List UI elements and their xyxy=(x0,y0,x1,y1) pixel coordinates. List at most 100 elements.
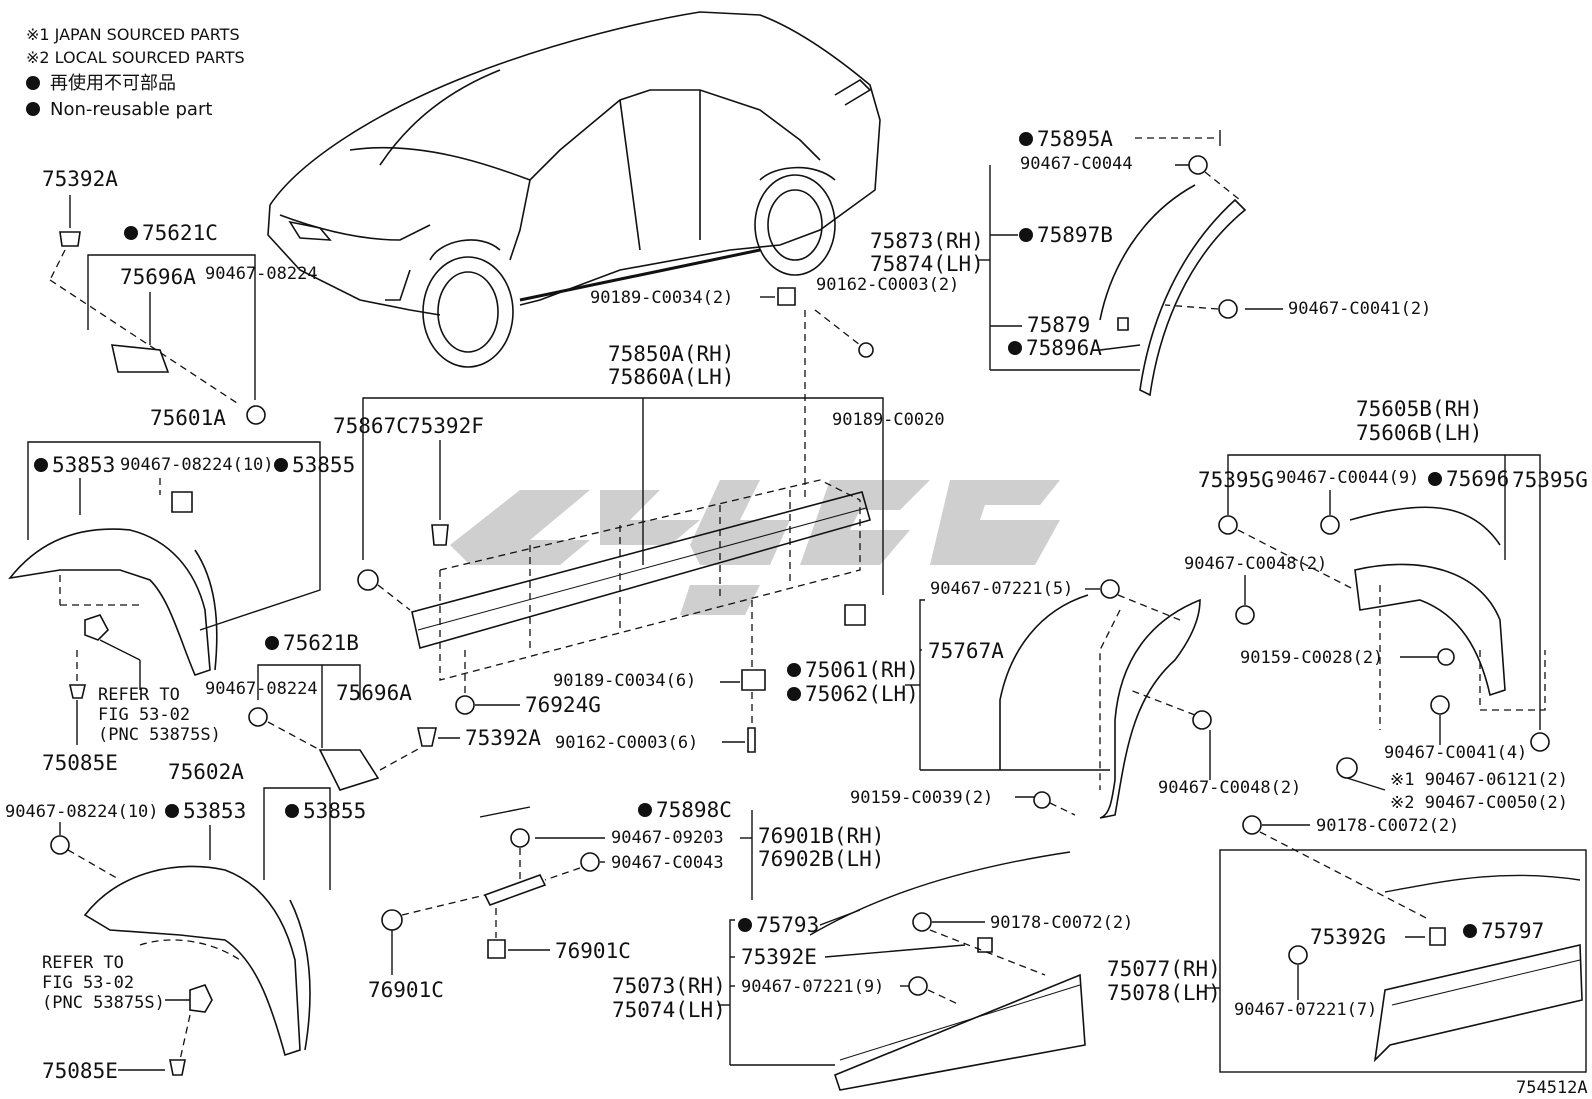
label-75860A: 75860A(LH) xyxy=(608,365,734,389)
nonreuse-dot-icon xyxy=(165,804,179,818)
label-refer2-c: (PNC 53875S) xyxy=(42,993,165,1013)
label-75062: 75062(LH) xyxy=(805,682,919,706)
side-rocker-panel-icon xyxy=(834,973,1086,1091)
label-75602A: 75602A xyxy=(168,760,244,784)
label-75395G-r: 75395G xyxy=(1512,468,1588,492)
label-75621C: 75621C xyxy=(142,221,218,245)
label-75797: 75797 xyxy=(1481,919,1544,943)
label-90467-C0044-9: 90467-C0044(9) xyxy=(1276,468,1419,488)
clip-90467-icon xyxy=(248,707,268,727)
nonreuse-dot-icon xyxy=(1463,924,1477,938)
clip-90178-icon xyxy=(1242,815,1262,835)
clip-75867C-icon xyxy=(357,569,379,591)
label-76901C-a: 76901C xyxy=(368,978,444,1002)
label-75392A-top: 75392A xyxy=(42,167,118,191)
clip-75392A-icon xyxy=(59,231,81,247)
label-90467-07221-9: 90467-07221(9) xyxy=(741,977,884,997)
note-nonreuse-jp: 再使用不可部品 xyxy=(50,73,176,94)
clip-75392G-icon xyxy=(1429,927,1446,946)
label-90189-C0020: 90189-C0020 xyxy=(832,410,945,430)
clip-75392F-icon xyxy=(431,524,449,546)
clip-90467-icon xyxy=(1218,299,1238,319)
label-90467-C0043: 90467-C0043 xyxy=(611,853,724,873)
screw-75085E-icon xyxy=(169,1059,186,1076)
label-75793: 75793 xyxy=(756,913,819,937)
nonreuse-dot-icon xyxy=(34,458,48,472)
label-90189-C0034-6: 90189-C0034(6) xyxy=(553,671,696,691)
watermark-logo xyxy=(450,480,1060,615)
label-75873: 75873(RH) xyxy=(870,229,984,253)
screw-90159-icon xyxy=(1033,791,1051,809)
clip-90467-icon xyxy=(1430,695,1450,715)
label-90467-C0048-2-a: 90467-C0048(2) xyxy=(1184,554,1327,574)
clip-90467-icon xyxy=(1188,155,1208,175)
label-75895A: 75895A xyxy=(1037,127,1113,151)
label-75898C: 75898C xyxy=(656,798,732,822)
note-japan-sourced: ※1 JAPAN SOURCED PARTS xyxy=(26,25,240,44)
label-refer1-b: FIG 53-02 xyxy=(98,705,190,725)
label-75621B: 75621B xyxy=(283,631,359,655)
label-75061: 75061(RH) xyxy=(805,658,919,682)
label-refer1-a: REFER TO xyxy=(98,685,180,705)
step-bracket-icon xyxy=(483,874,547,906)
nonreuse-dot-icon xyxy=(738,918,752,932)
arch-trim-icon xyxy=(1099,184,1196,321)
label-75077: 75077(RH) xyxy=(1107,957,1221,981)
nonreuse-dot-icon xyxy=(1008,341,1022,355)
clip-90189-icon xyxy=(741,669,766,691)
label-75392A-mid: 75392A xyxy=(465,726,541,750)
label-75392G: 75392G xyxy=(1310,925,1386,949)
label-53855-b: 53855 xyxy=(303,799,366,823)
clip-90467-icon xyxy=(580,852,600,872)
label-75696A-top: 75696A xyxy=(120,265,196,289)
nonreuse-dot-icon xyxy=(265,636,279,650)
arch-molding-icon xyxy=(1139,198,1247,397)
screw-90162-icon xyxy=(858,342,874,358)
clip-75395G-icon xyxy=(1530,732,1550,752)
clip-90189-C0020-icon xyxy=(844,604,866,626)
clip-90467-icon xyxy=(1192,710,1212,730)
label-75601A: 75601A xyxy=(150,406,226,430)
label-90467-07221-7: 90467-07221(7) xyxy=(1234,1000,1377,1020)
label-refer2-a: REFER TO xyxy=(42,953,124,973)
nonreuse-dot-icon xyxy=(124,226,138,240)
label-76902B: 76902B(LH) xyxy=(758,847,884,871)
clip-75879-icon xyxy=(1117,317,1129,331)
nonreuse-dot-icon xyxy=(1019,132,1033,146)
nonreuse-dot-icon xyxy=(787,663,801,677)
box-75077-group xyxy=(1219,849,1587,1073)
label-90467-08224-10-a: 90467-08224(10) xyxy=(120,455,274,475)
clip-90467-icon xyxy=(246,405,266,425)
clip-90467-icon xyxy=(1235,605,1255,625)
arch-trim-icon xyxy=(999,594,1089,770)
fender-liner-front-icon xyxy=(8,528,211,676)
clip-icon xyxy=(189,984,213,1013)
label-90159-C0039-2: 90159-C0039(2) xyxy=(850,788,993,808)
figure-code: 754512A xyxy=(1516,1078,1588,1098)
clip-76924G-icon xyxy=(455,695,475,715)
label-90467-07221-5: 90467-07221(5) xyxy=(930,579,1073,599)
label-90467-08224-top: 90467-08224 xyxy=(205,264,318,284)
clip-icon xyxy=(84,614,109,641)
label-90467-09203: 90467-09203 xyxy=(611,828,724,848)
clip-76901C-icon xyxy=(381,909,403,931)
rear-rocker-panel-icon xyxy=(1373,944,1583,1063)
clip-90189-icon xyxy=(777,287,796,306)
nonreuse-dot-icon xyxy=(26,76,40,90)
label-75078: 75078(LH) xyxy=(1107,981,1221,1005)
mudguard-trim-icon xyxy=(1349,506,1501,546)
note-local-sourced: ※2 LOCAL SOURCED PARTS xyxy=(26,48,245,67)
label-90467-C0048-2-b: 90467-C0048(2) xyxy=(1158,778,1301,798)
nonreuse-dot-icon xyxy=(1019,228,1033,242)
label-75874: 75874(LH) xyxy=(870,252,984,276)
nonreuse-dot-icon xyxy=(638,803,652,817)
label-75767A: 75767A xyxy=(928,639,1004,663)
clip-75392A-icon xyxy=(417,727,437,747)
screw-75085E-icon xyxy=(68,684,87,699)
label-75392E: 75392E xyxy=(741,945,817,969)
clip-90467-icon xyxy=(908,976,928,996)
label-75392F: 75392F xyxy=(408,414,484,438)
clip-76901C-icon xyxy=(487,939,506,959)
label-75605B: 75605B(RH) xyxy=(1356,397,1482,421)
nonreuse-dot-icon xyxy=(26,102,40,116)
